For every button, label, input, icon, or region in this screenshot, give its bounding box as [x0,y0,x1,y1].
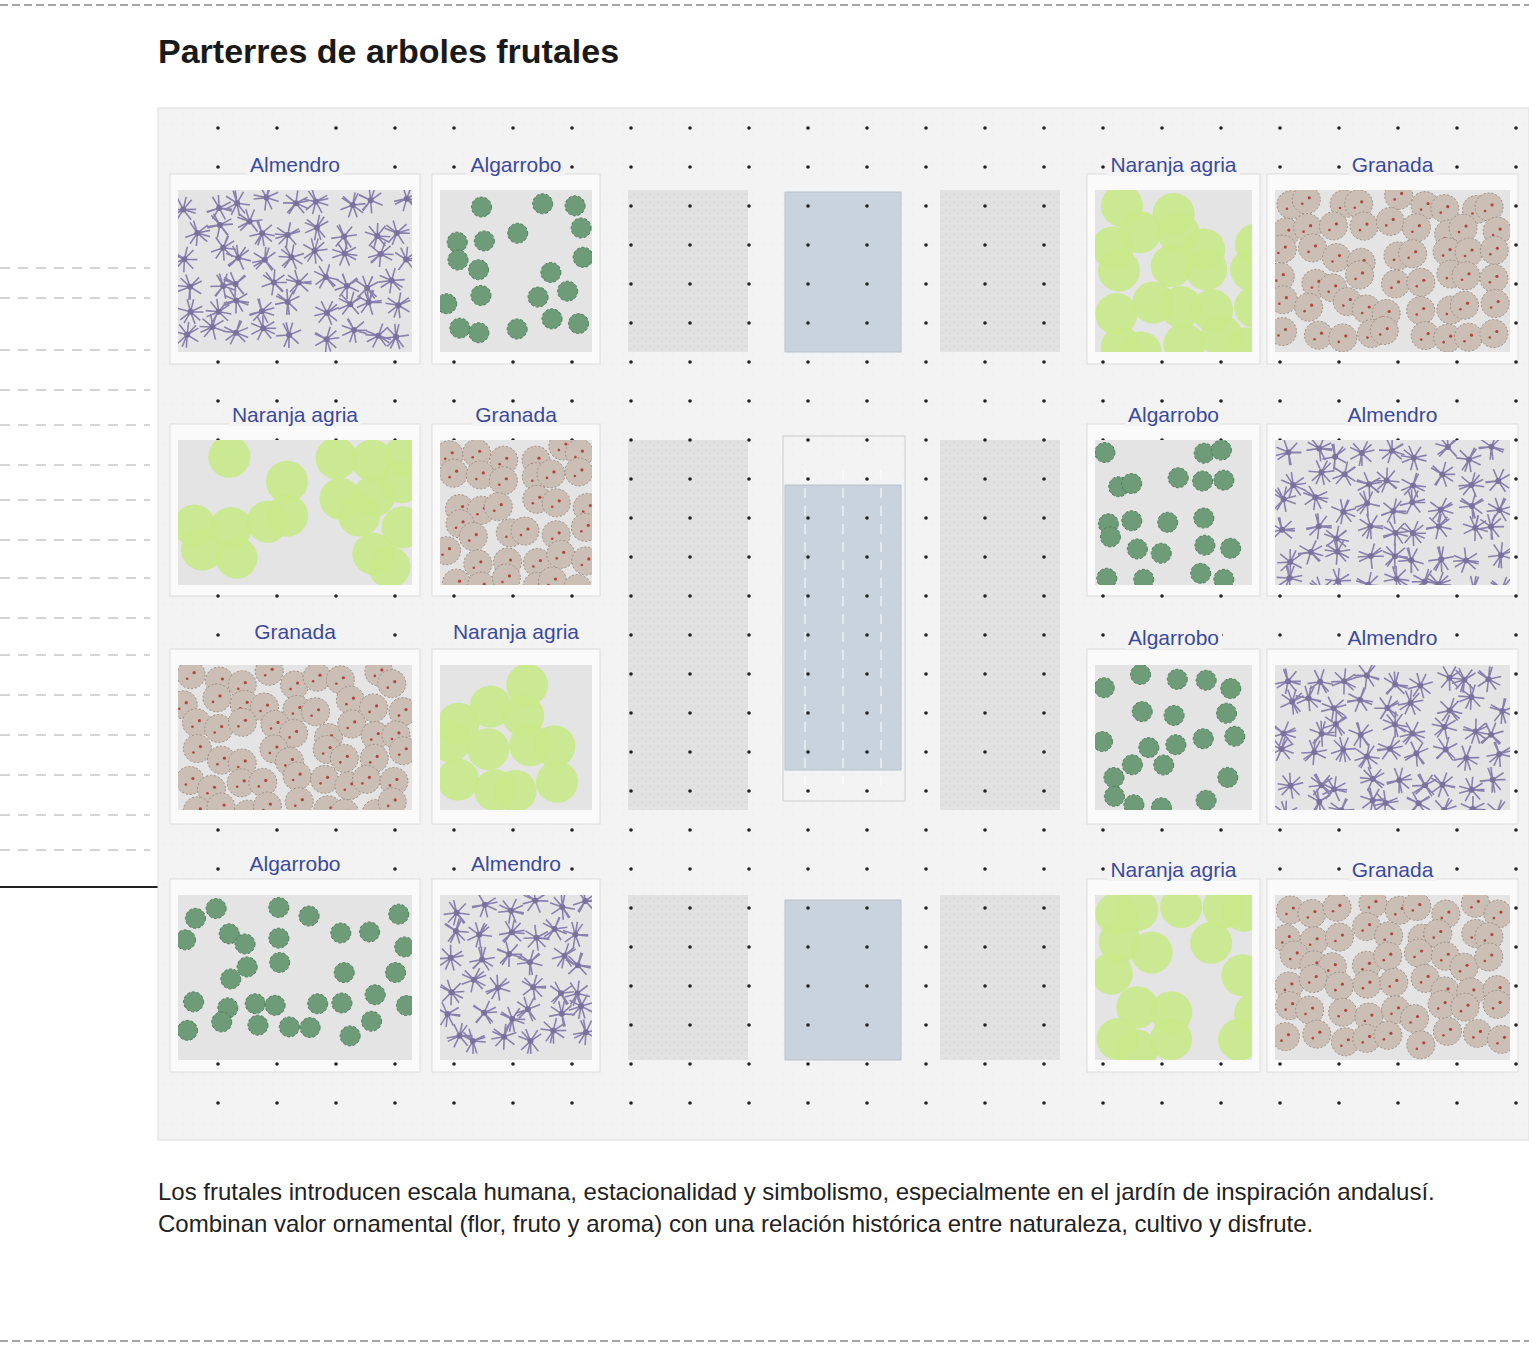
fruit-parterre: Granada [1275,153,1510,352]
tree-planting [440,895,592,1060]
tree-planting [1275,190,1510,352]
species-label: Naranja agria [1107,153,1239,176]
title: Parterres de arboles frutales [158,32,619,71]
fruit-parterre: Almendro [1275,626,1510,810]
species-label: Granada [472,403,560,426]
tree-planting [1095,665,1252,810]
tree-planting [178,440,412,585]
fruit-parterre: Naranja agria [1095,153,1252,352]
species-label: Algarrobo [1125,403,1222,426]
water-pool [785,192,901,352]
gravel-bed [628,440,748,810]
species-label: Granada [1349,153,1437,176]
gravel-bed [628,895,748,1060]
fruit-parterre: Granada [440,403,592,585]
central-pool [783,436,905,801]
gravel-bed [940,895,1060,1060]
fruit-parterre: Algarrobo [1095,626,1252,810]
tree-planting [178,665,412,810]
fruit-parterre: Naranja agria [178,403,412,585]
species-label: Algarrobo [246,852,343,875]
species-label: Almendro [468,852,564,875]
species-label: Algarrobo [467,153,564,176]
gravel-bed [940,190,1060,352]
species-label: Almendro [1345,403,1441,426]
species-label: Granada [1349,858,1437,881]
species-label: Granada [251,620,339,643]
gravel-bed [628,190,748,352]
tree-planting [440,665,592,810]
paths [170,174,1518,1072]
species-label: Naranja agria [1107,858,1239,881]
frame-line [0,1340,1529,1342]
fruit-parterre: Granada [1275,858,1510,1060]
fruit-parterre: Algarrobo [178,852,412,1060]
gravel-bed [940,440,1060,810]
species-label: Almendro [1345,626,1441,649]
tree-planting [1095,895,1252,1060]
species-label: Almendro [247,153,343,176]
fruit-parterre: Almendro [440,852,592,1060]
tree-planting [440,440,592,585]
caption: Los frutales introducen escala humana, e… [158,1176,1458,1240]
tree-planting [1095,440,1252,585]
species-label: Naranja agria [450,620,582,643]
fruit-parterre: Algarrobo [440,153,592,352]
fruit-parterre: Naranja agria [440,620,592,810]
section-line [0,886,158,888]
tree-planting [1275,895,1510,1060]
species-label: Naranja agria [229,403,361,426]
tree-planting [440,190,592,352]
frame-line [0,4,1529,6]
fruit-parterre: Naranja agria [1095,858,1252,1060]
tree-planting [1275,665,1510,810]
plan-ground [158,108,1529,1140]
water-pool [785,900,901,1060]
fruit-parterre: Algarrobo [1095,403,1252,585]
fruit-parterre: Almendro [1275,403,1510,585]
tree-planting [178,895,412,1060]
tree-planting [178,190,412,352]
left-guides [0,268,150,850]
fruit-parterre: Granada [178,620,412,810]
tree-planting [1095,190,1252,352]
species-label: Algarrobo [1125,626,1222,649]
tree-planting [1275,440,1510,585]
fruit-parterre: Almendro [178,153,412,352]
